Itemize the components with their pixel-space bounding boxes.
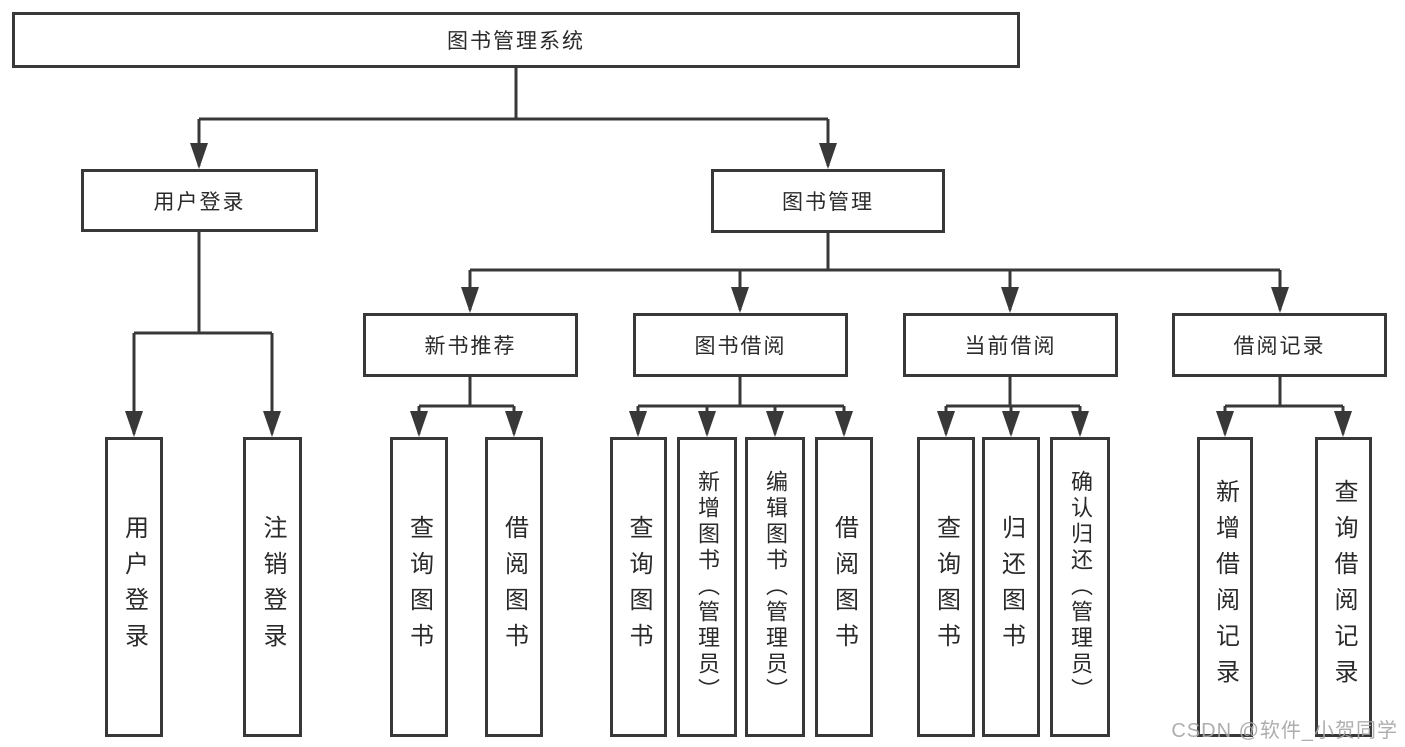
leaf-logout: 注销登录 (243, 437, 302, 737)
leaf-edit-books-admin: 编辑图书（管理员） (745, 437, 805, 737)
leaf-logout-label: 注销登录 (259, 515, 286, 659)
arrowheads (125, 143, 1352, 437)
node-book-borrow: 图书借阅 (633, 313, 848, 377)
leaf-query-books-recommend: 查询图书 (390, 437, 448, 737)
leaf-query-books-borrow: 查询图书 (610, 437, 667, 737)
node-book-management: 图书管理 (711, 169, 945, 233)
leaf-query-books-borrow-label: 查询图书 (625, 515, 652, 659)
leaf-edit-books-admin-label: 编辑图书（管理员） (763, 470, 788, 704)
leaf-query-books-current-label: 查询图书 (932, 515, 960, 659)
leaf-borrow-books-recommend-label: 借阅图书 (500, 515, 528, 659)
node-current-borrow-label: 当前借阅 (964, 335, 1057, 358)
node-borrow-records-label: 借阅记录 (1233, 335, 1326, 358)
node-new-book-recommend: 新书推荐 (363, 313, 578, 377)
leaf-borrow-books: 借阅图书 (815, 437, 873, 737)
leaf-confirm-return-admin: 确认归还（管理员） (1050, 437, 1110, 737)
leaf-add-books-admin: 新增图书（管理员） (677, 437, 737, 737)
leaf-confirm-return-admin-label: 确认归还（管理员） (1068, 470, 1093, 704)
leaf-query-borrow-record: 查询借阅记录 (1315, 437, 1372, 737)
leaf-add-borrow-record: 新增借阅记录 (1197, 437, 1253, 737)
leaf-return-books: 归还图书 (982, 437, 1040, 737)
leaf-query-books-current: 查询图书 (917, 437, 975, 737)
node-current-borrow: 当前借阅 (903, 313, 1118, 377)
node-root-label: 图书管理系统 (447, 30, 585, 53)
node-new-book-recommend-label: 新书推荐 (424, 335, 517, 358)
leaf-user-login: 用户登录 (105, 437, 163, 737)
node-user-login-label: 用户登录 (153, 190, 246, 214)
leaf-borrow-books-recommend: 借阅图书 (485, 437, 543, 737)
leaf-user-login-label: 用户登录 (120, 515, 148, 659)
node-book-management-label: 图书管理 (782, 191, 874, 214)
leaf-borrow-books-label: 借阅图书 (830, 515, 858, 659)
node-user-login: 用户登录 (81, 169, 318, 232)
node-root: 图书管理系统 (12, 12, 1020, 68)
leaf-return-books-label: 归还图书 (997, 515, 1025, 659)
leaf-query-books-recommend-label: 查询图书 (405, 515, 433, 659)
leaf-query-borrow-record-label: 查询借阅记录 (1330, 479, 1357, 695)
leaf-add-borrow-record-label: 新增借阅记录 (1211, 479, 1239, 695)
node-borrow-records: 借阅记录 (1172, 313, 1387, 377)
node-book-borrow-label: 图书借阅 (694, 335, 787, 358)
leaf-add-books-admin-label: 新增图书（管理员） (695, 470, 720, 704)
connector-path (132, 68, 1345, 434)
watermark: CSDN @软件_小贺同学 (1171, 720, 1398, 742)
